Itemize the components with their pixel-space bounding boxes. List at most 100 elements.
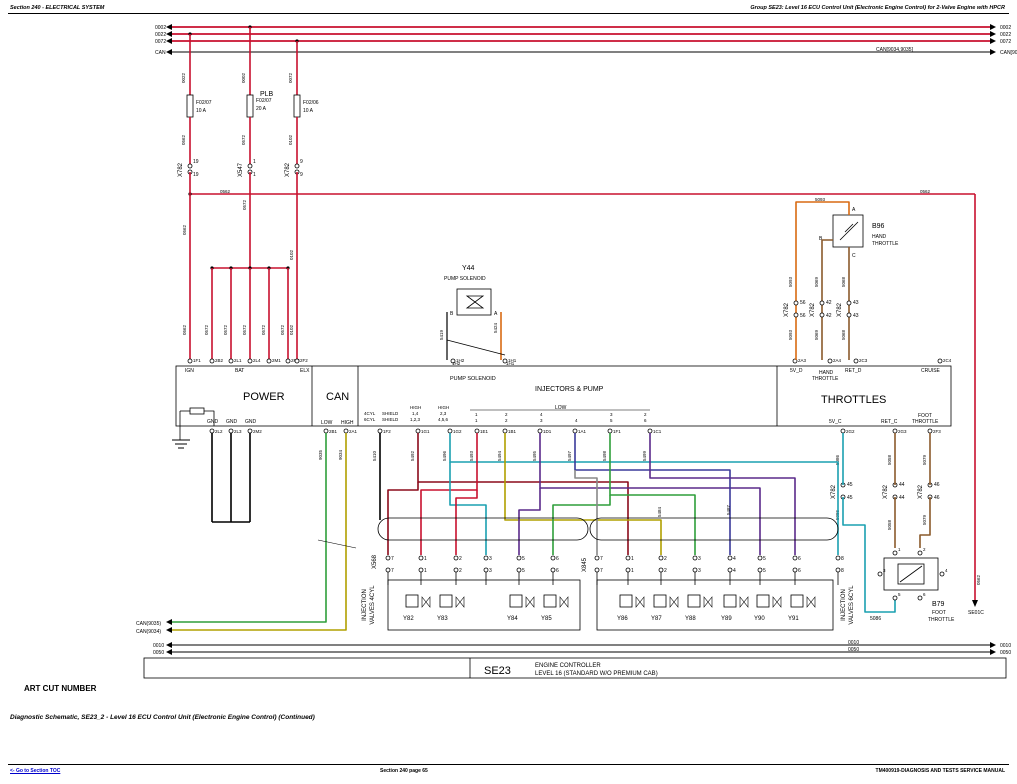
ecu-top-pin-id: 2B2 [215,358,224,363]
injector-wire [609,433,696,555]
injection-valve [687,594,701,608]
ecu-inj-label: SHIELD [382,411,399,416]
wire-0572-vlabel: 0572 [242,324,247,335]
connector-pin [757,555,763,561]
top-bus-label-right: 0002 [1000,25,1011,31]
ecu-can-pin-label: HIGH [341,420,354,426]
wire-0562-label-right: 0562 [920,189,931,194]
inj-wire-label: 5499 [642,450,647,461]
header-group: Group SE23: Level 16 ECU Control Unit (E… [750,5,1005,11]
ecu-top-pin-id: 1H1 [508,358,517,363]
ecu-top-pin-id: 2C4 [943,358,952,363]
connector-pin [187,163,193,169]
injector-wire [574,470,598,555]
connector-pin [647,428,653,434]
pump-wire-label: 5419 [439,329,444,340]
foot-throttle-x782: X782 [918,484,924,499]
valve-symbol [739,596,749,608]
can-wire-label: 9035 [318,449,323,460]
connector-pin [937,358,943,364]
can-twist-mark [317,539,357,549]
inj-wire-label: 5497 [567,450,572,461]
top-bus-label-left: CAN [155,50,166,56]
connector-pin [550,567,556,573]
x782-top-connector-name: X547 [238,162,244,177]
connector-pin [827,358,833,364]
x845-pin: 4 [733,556,736,562]
x568-pin: 2 [459,556,462,562]
ecu-inj-label: 3 [540,418,543,423]
x568-name: X568 [372,554,378,569]
x845-pin: 2 [664,568,667,574]
ecu-gnd-label: GND [207,419,219,425]
hand-throttle-x782-pin: 42 [826,300,832,306]
fuse-id: F02/07 [256,98,272,104]
connector-pin [594,555,600,561]
ecu-top-pin-id: 2A3 [798,358,807,363]
potentiometer-symbol [839,221,859,241]
hand-throttle-wire-label: 5093 [788,276,793,287]
hand-throttle-wire-label: 5069 [814,329,819,340]
connector-pin [474,428,480,434]
ecu-internal [204,410,215,426]
fuse-rating: 20 A [256,106,267,112]
fuse-wire-in-label: 0002 [241,72,246,83]
injection-valve-name: Y83 [437,616,448,622]
ecu-top-pin-label: BAT [235,368,244,374]
ecu-inj-label: 6 [644,418,647,423]
pump-pin-id: 1H1 [506,361,515,366]
wire-0562-vlabel: 0562 [182,224,187,235]
ecu-inj-label: HIGH [410,405,421,410]
fuse-rating: 10 A [196,108,207,114]
hand-throttle-x782-pin: 42 [826,313,832,319]
connector-pin [377,428,383,434]
ecu-gnd-label: GND [245,419,257,425]
ecu-pump-solenoid-label: PUMP SOLENOID [450,376,496,382]
wire-0562-vlabel: 0562 [182,324,187,335]
connector-pin [757,567,763,573]
connector-pin [840,428,846,434]
ecu-inj-label: 4CYL [364,411,376,416]
art-cut-label: ART CUT NUMBER [24,684,97,693]
injection-valve [619,594,633,608]
hand-throttle-wire-label: 5068 [841,329,846,340]
wire-0562-label: 0562 [220,189,231,194]
shield-bundle-4cyl [377,517,589,541]
connector-pin [835,555,841,561]
ecu-inj-label: 5 [610,418,613,423]
connector-pin [343,428,349,434]
ecu-injectors-label: INJECTORS & PUMP [535,386,604,393]
section-toc-link[interactable]: <- Go to Section TOC [10,768,61,774]
connector-pin [692,567,698,573]
hand-throttle-label: THROTTLE [872,241,899,247]
connector-pin [453,567,459,573]
fuse-body [293,94,301,118]
bus-arrow-left [166,627,172,633]
injectors-4cyl-box [387,579,581,631]
injectors-6cyl-box [596,579,834,631]
ecu-box [175,365,952,427]
injection-valve [723,594,737,608]
hand-throttle-sig-wire [821,239,833,360]
bus-arrow-right [990,24,996,30]
injection-valve [756,594,770,608]
injector-wire [449,433,839,555]
foot-5v-wire [842,497,896,613]
ecu-can-pin-label: LOW [321,420,333,426]
foot-throttle-x782-pin: 45 [847,482,853,488]
foot-throttle-x782-pin: 46 [934,495,940,501]
x568-pin: 3 [489,556,492,562]
ecu-gnd-pin-id: 2L3 [234,429,242,434]
ecu-top-pin-id: 2L4 [253,358,261,363]
hand-throttle-pin: A [852,207,856,213]
wire-0572-vlabel: 0572 [280,324,285,335]
shield-bundle-6cyl [589,517,839,541]
foot-throttle-name: B79 [932,601,945,608]
injector-wire [574,433,731,555]
fuse-wire-out-label: 0102 [288,134,293,145]
injector-wire [504,433,662,555]
connector-pin [917,550,923,556]
wire-5484-label: 5484 [657,506,662,517]
connector-pin [209,358,215,364]
